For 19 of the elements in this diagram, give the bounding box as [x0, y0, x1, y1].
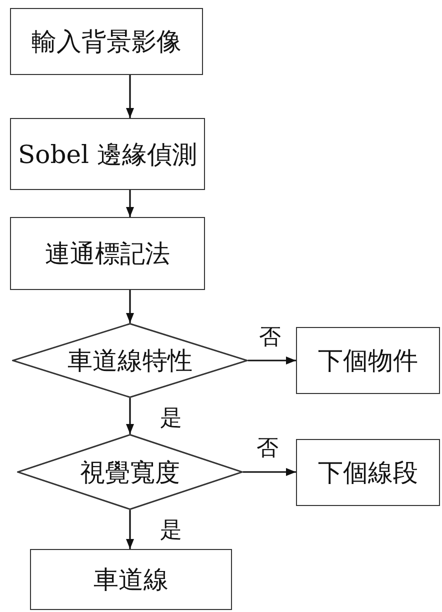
process-box: 輸入背景影像	[10, 8, 203, 75]
arrow	[248, 356, 296, 364]
arrow	[126, 398, 134, 434]
process-box: 連通標記法	[10, 217, 205, 290]
arrow	[243, 468, 296, 476]
process-box: 車道線	[30, 549, 232, 610]
process-box: 下個物件	[296, 327, 440, 394]
edge-label: 是	[160, 520, 182, 542]
process-box: 下個線段	[296, 439, 440, 506]
edge-label: 否	[259, 326, 281, 348]
arrow	[126, 75, 134, 118]
edge-label: 是	[160, 408, 182, 430]
arrow	[126, 190, 134, 217]
decision-diamond: 視覺寬度	[17, 434, 243, 510]
edge-label: 否	[256, 438, 278, 460]
arrow	[126, 510, 134, 549]
decision-diamond: 車道線特性	[12, 323, 248, 398]
arrow	[126, 290, 134, 323]
process-box: Sobel 邊緣偵測	[10, 118, 205, 190]
